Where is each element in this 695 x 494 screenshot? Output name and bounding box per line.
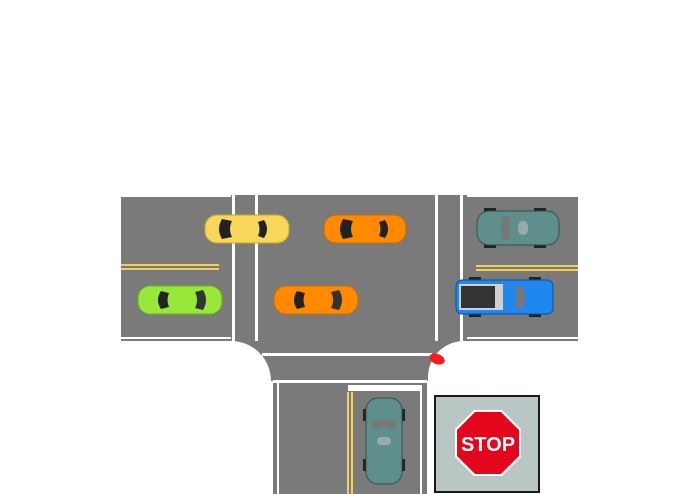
- yellow-car: [204, 214, 290, 244]
- center-line-bottom-b: [351, 392, 353, 494]
- red-reflector-icon: [429, 353, 445, 365]
- bottom-road-edge-right: [420, 385, 422, 494]
- bottom-road-edge-left: [277, 383, 279, 494]
- teal-suv-bottom[interactable]: [363, 397, 405, 485]
- stop-sign-panel: STOP: [434, 395, 540, 493]
- stop-sign-icon: STOP: [455, 410, 521, 476]
- curb-corner-left: [205, 341, 271, 411]
- edge-line-right-top: [467, 195, 578, 197]
- center-line-right-b: [476, 269, 578, 271]
- crosswalk-line-3: [435, 195, 438, 341]
- edge-line-right-bottom: [467, 337, 578, 339]
- teal-suv-right: [476, 208, 560, 248]
- stop-band-line-bottom: [273, 380, 427, 383]
- edge-line-left-bottom: [121, 337, 231, 339]
- green-car: [137, 285, 223, 315]
- stop-sign-text: STOP: [461, 434, 515, 456]
- stop-band-line-top: [262, 353, 432, 356]
- crosswalk-line-1: [232, 195, 235, 341]
- crosswalk-line-2: [255, 195, 258, 341]
- center-line-bottom-a: [347, 392, 349, 494]
- blue-pickup: [455, 277, 554, 317]
- crosswalk-line-4: [460, 195, 463, 341]
- edge-line-left-top: [121, 195, 231, 197]
- center-line-left-a: [121, 264, 219, 266]
- orange-car-top[interactable]: [323, 213, 407, 245]
- orange-car-bottom[interactable]: [273, 284, 359, 316]
- stop-line: [348, 385, 422, 391]
- lower-crossing-band: [235, 341, 462, 381]
- crosswalk-right-strip: [437, 195, 462, 341]
- center-line-left-b: [121, 268, 219, 270]
- center-line-right-a: [476, 265, 578, 267]
